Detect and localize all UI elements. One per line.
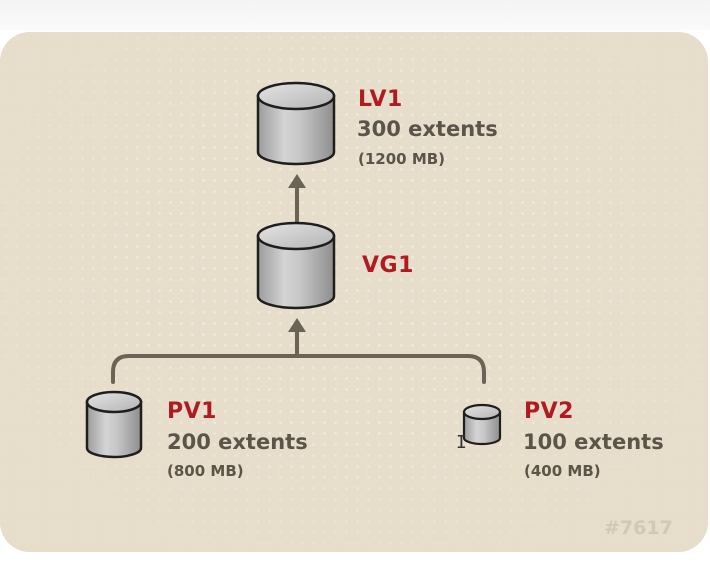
pv2-name: PV2 — [524, 399, 574, 424]
arrow-up-icon — [288, 318, 306, 332]
lv1-size: (1200 MB) — [358, 150, 446, 168]
pv2-extents: 100 extents — [523, 430, 664, 454]
text-cursor-icon: I — [456, 432, 467, 453]
lv1-name: LV1 — [358, 87, 403, 112]
cylinder-icon — [256, 221, 336, 310]
cylinder-icon — [256, 81, 336, 166]
diagram-panel — [0, 32, 708, 552]
vg1-name: VG1 — [362, 253, 414, 278]
pv1-size: (800 MB) — [167, 462, 244, 480]
pv1-extents: 200 extents — [167, 430, 308, 454]
arrow-heads — [288, 174, 306, 332]
pv1-name: PV1 — [167, 399, 217, 424]
connector-lines — [111, 184, 486, 384]
arrow-up-icon — [288, 174, 306, 188]
pv2-size: (400 MB) — [524, 462, 601, 480]
lv1-extents: 300 extents — [357, 117, 498, 141]
window-top-strip — [0, 0, 710, 30]
figure-id: #7617 — [604, 517, 673, 539]
cylinder-icon — [462, 403, 502, 446]
cylinder-icon — [85, 390, 143, 459]
pv-bus-line — [111, 354, 486, 384]
